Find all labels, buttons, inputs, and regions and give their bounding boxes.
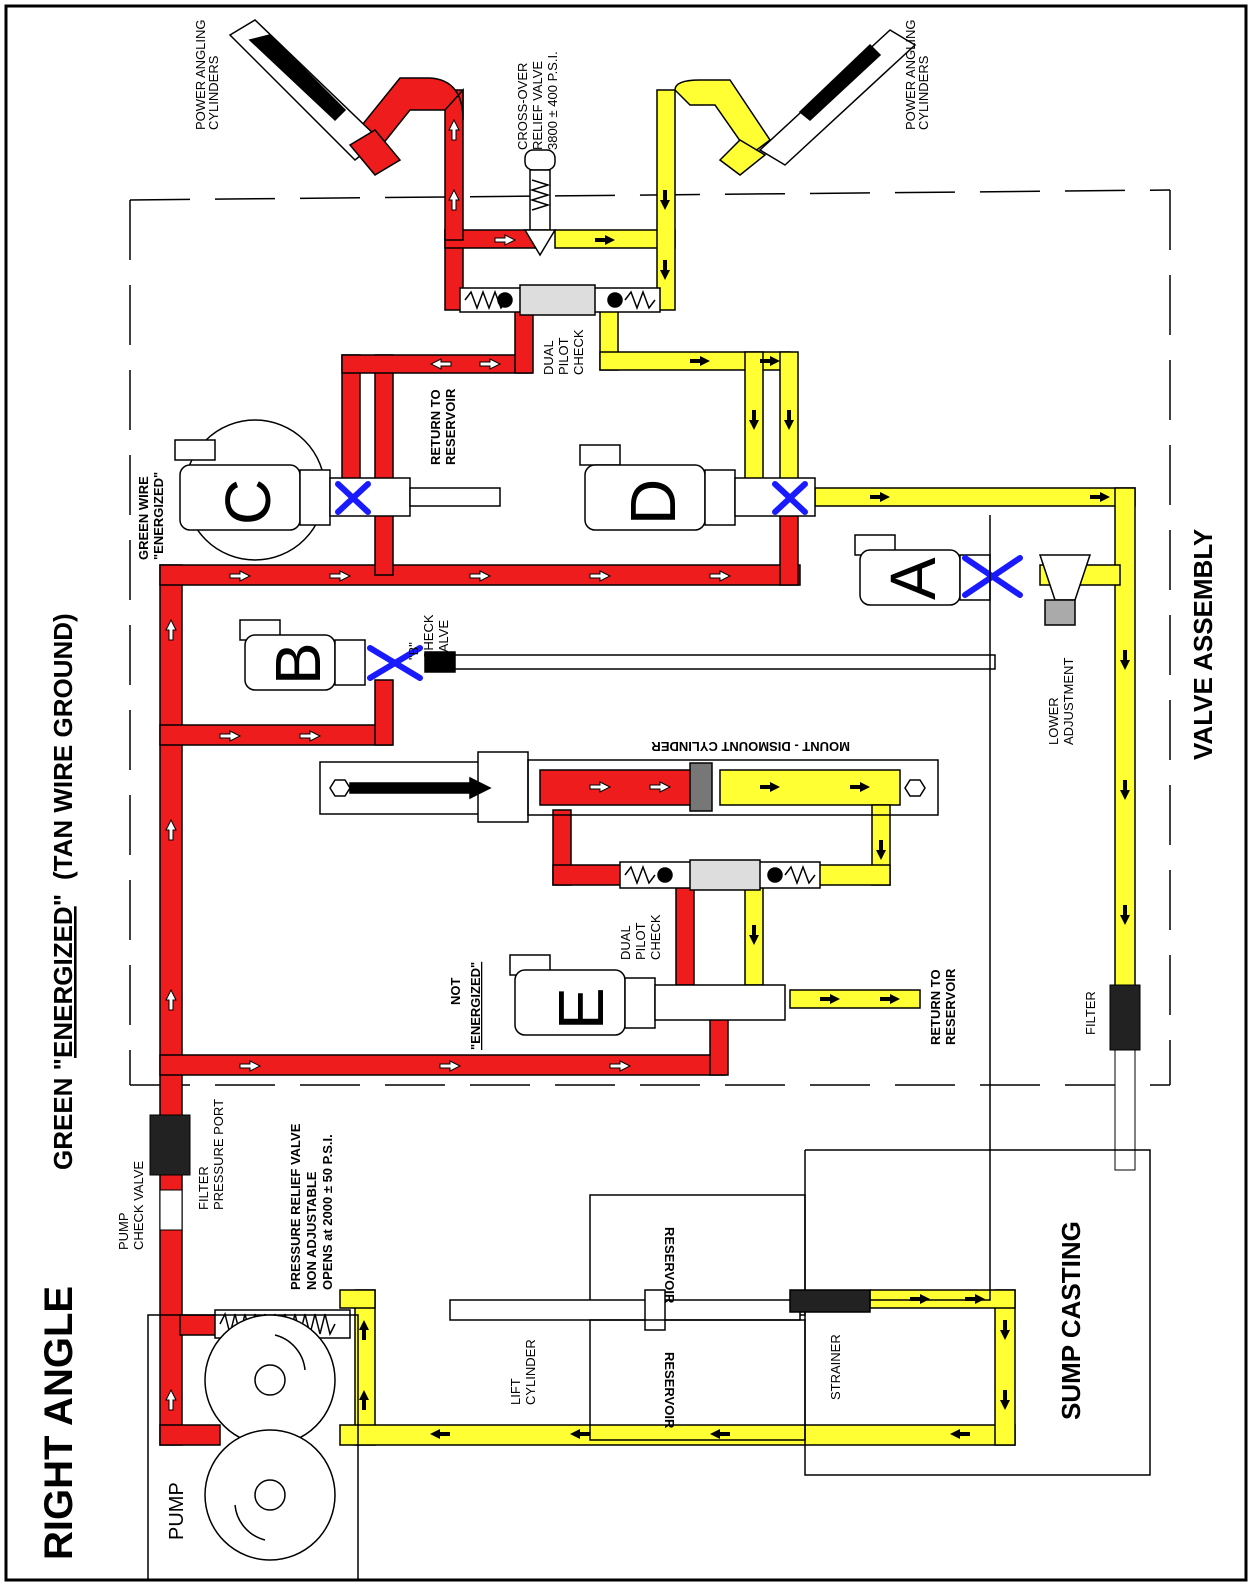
label-valve-assembly: VALVE ASSEMBLY <box>1188 529 1218 760</box>
solenoid-valve-a <box>854 534 1092 626</box>
filter-right-outlet <box>1114 1049 1136 1171</box>
label-reservoir-1: RESERVOIR <box>662 1227 677 1304</box>
svg-text:DUALPILOTCHECK: DUALPILOTCHECK <box>541 329 586 375</box>
svg-text:CROSS-OVERRELIEF VALVE3800 ± 4: CROSS-OVERRELIEF VALVE3800 ± 400 P.S.I. <box>515 51 560 150</box>
svg-text:POWER ANGLINGCYLINDERS: POWER ANGLINGCYLINDERS <box>903 19 931 130</box>
label-crossover-2: RELIEF VALVE <box>530 61 545 150</box>
label-b-check-3: VALVE <box>436 620 451 660</box>
svg-text:PRESSURE RELIEF VALVENON ADJUS: PRESSURE RELIEF VALVENON ADJUSTABLEOPENS… <box>288 1123 335 1290</box>
label-rtr-top-2: RESERVOIR <box>443 388 458 465</box>
svg-text:RETURN TORESERVOIR: RETURN TORESERVOIR <box>928 968 958 1045</box>
label-mount-dismount: MOUNT - DISMOUNT CYLINDER <box>651 739 850 754</box>
label-filter-pp-2: PRESSURE PORT <box>211 1099 226 1210</box>
svg-text:LIFTCYLINDER: LIFTCYLINDER <box>508 1339 538 1405</box>
svg-text:LOWERADJUSTMENT: LOWERADJUSTMENT <box>1046 658 1076 745</box>
power-angling-cylinder-left <box>228 19 402 176</box>
label-sump-casting: SUMP CASTING <box>1056 1221 1086 1420</box>
svg-text:"B"CHECKVALVE: "B"CHECKVALVE <box>406 614 451 660</box>
svg-text:PUMPCHECK VALVE: PUMPCHECK VALVE <box>116 1161 146 1250</box>
label-green-wire-1: GREEN WIRE <box>136 476 151 560</box>
page-border <box>4 4 1248 1582</box>
label-dpc-top-2: PILOT <box>556 337 571 375</box>
valve-letter-e: E <box>545 987 617 1030</box>
pressure-flow-arrows <box>165 118 732 1411</box>
valve-letter-b: B <box>262 642 334 685</box>
label-not-energized-2: "ENERGIZED" <box>468 962 483 1050</box>
label-lower-adj-1: LOWER <box>1046 697 1061 745</box>
label-prv-2: NON ADJUSTABLE <box>304 1171 319 1290</box>
pump <box>147 1314 359 1581</box>
page-title: RIGHT ANGLE <box>37 1286 81 1560</box>
label-lift-cyl-2: CYLINDER <box>523 1339 538 1405</box>
label-dpc-bottom-2: PILOT <box>633 922 648 960</box>
label-pump-cv-2: CHECK VALVE <box>131 1161 146 1250</box>
sump-casting <box>449 515 1151 1476</box>
label-strainer: STRAINER <box>828 1334 843 1400</box>
label-power-angling-right-1: POWER ANGLING <box>903 19 918 130</box>
label-dpc-top-3: CHECK <box>571 329 586 375</box>
valve-letter-d: D <box>617 479 689 525</box>
svg-text:FILTERPRESSURE PORT: FILTERPRESSURE PORT <box>196 1099 226 1210</box>
label-green-wire-2: "ENERGIZED" <box>151 472 166 560</box>
valve-letter-a: A <box>877 557 949 600</box>
label-reservoir-2: RESERVOIR <box>662 1352 677 1429</box>
label-dpc-top-1: DUAL <box>541 340 556 375</box>
label-pump-cv-1: PUMP <box>116 1212 131 1250</box>
svg-text:DUALPILOTCHECK: DUALPILOTCHECK <box>618 914 663 960</box>
solenoid-valve-e <box>509 954 786 1036</box>
power-angling-cylinder-right <box>718 29 917 176</box>
label-filter-right: FILTER <box>1083 991 1098 1035</box>
label-rtr-bottom-2: RESERVOIR <box>943 968 958 1045</box>
label-power-angling-left-1: POWER ANGLING <box>193 19 208 130</box>
valve-letter-c: C <box>212 479 284 525</box>
label-power-angling-left-2: CYLINDERS <box>206 55 221 130</box>
label-rtr-top-1: RETURN TO <box>428 389 443 465</box>
blocked-port-marks <box>335 481 1023 681</box>
label-pump: PUMP <box>166 1482 188 1540</box>
solenoid-valve-c <box>174 419 501 561</box>
label-filter-pp-1: FILTER <box>196 1166 211 1210</box>
label-b-check-2: CHECK <box>421 614 436 660</box>
label-lift-cyl-1: LIFT <box>508 1378 523 1405</box>
label-lower-adj-2: ADJUSTMENT <box>1061 658 1076 745</box>
label-dpc-bottom-3: CHECK <box>648 914 663 960</box>
label-power-angling-right-2: CYLINDERS <box>916 55 931 130</box>
svg-text:RETURN TORESERVOIR: RETURN TORESERVOIR <box>428 388 458 465</box>
mount-dismount-cylinder <box>319 751 939 823</box>
page-subtitle: GREEN "ENERGIZED" <box>48 894 78 1170</box>
solenoid-valve-b <box>239 619 996 691</box>
crossover-relief-valve <box>523 149 557 257</box>
dual-pilot-check-top <box>459 284 661 316</box>
pump-check-valve <box>159 1189 183 1231</box>
return-flow-arrows <box>359 190 1130 1439</box>
subtitle-note: (TAN WIRE GROUND) <box>48 613 78 880</box>
filter-pressure-port <box>149 1114 191 1176</box>
label-dpc-bottom-1: DUAL <box>618 925 633 960</box>
label-crossover-3: 3800 ± 400 P.S.I. <box>545 51 560 150</box>
filter-right <box>1109 984 1141 1051</box>
label-not-energized-1: NOT <box>448 978 463 1006</box>
label-prv-3: OPENS at 2000 ± 50 P.S.I. <box>320 1134 335 1290</box>
label-b-check-1: "B" <box>406 642 421 660</box>
label-rtr-bottom-1: RETURN TO <box>928 969 943 1045</box>
label-crossover-1: CROSS-OVER <box>515 63 530 150</box>
svg-text:POWER ANGLINGCYLINDERS: POWER ANGLINGCYLINDERS <box>193 19 221 130</box>
valve-assembly-boundary <box>129 189 1171 1086</box>
svg-text:GREEN WIRE"ENERGIZED": GREEN WIRE"ENERGIZED" <box>136 472 166 560</box>
dual-pilot-check-bottom <box>619 859 821 891</box>
label-prv-1: PRESSURE RELIEF VALVE <box>288 1123 303 1290</box>
